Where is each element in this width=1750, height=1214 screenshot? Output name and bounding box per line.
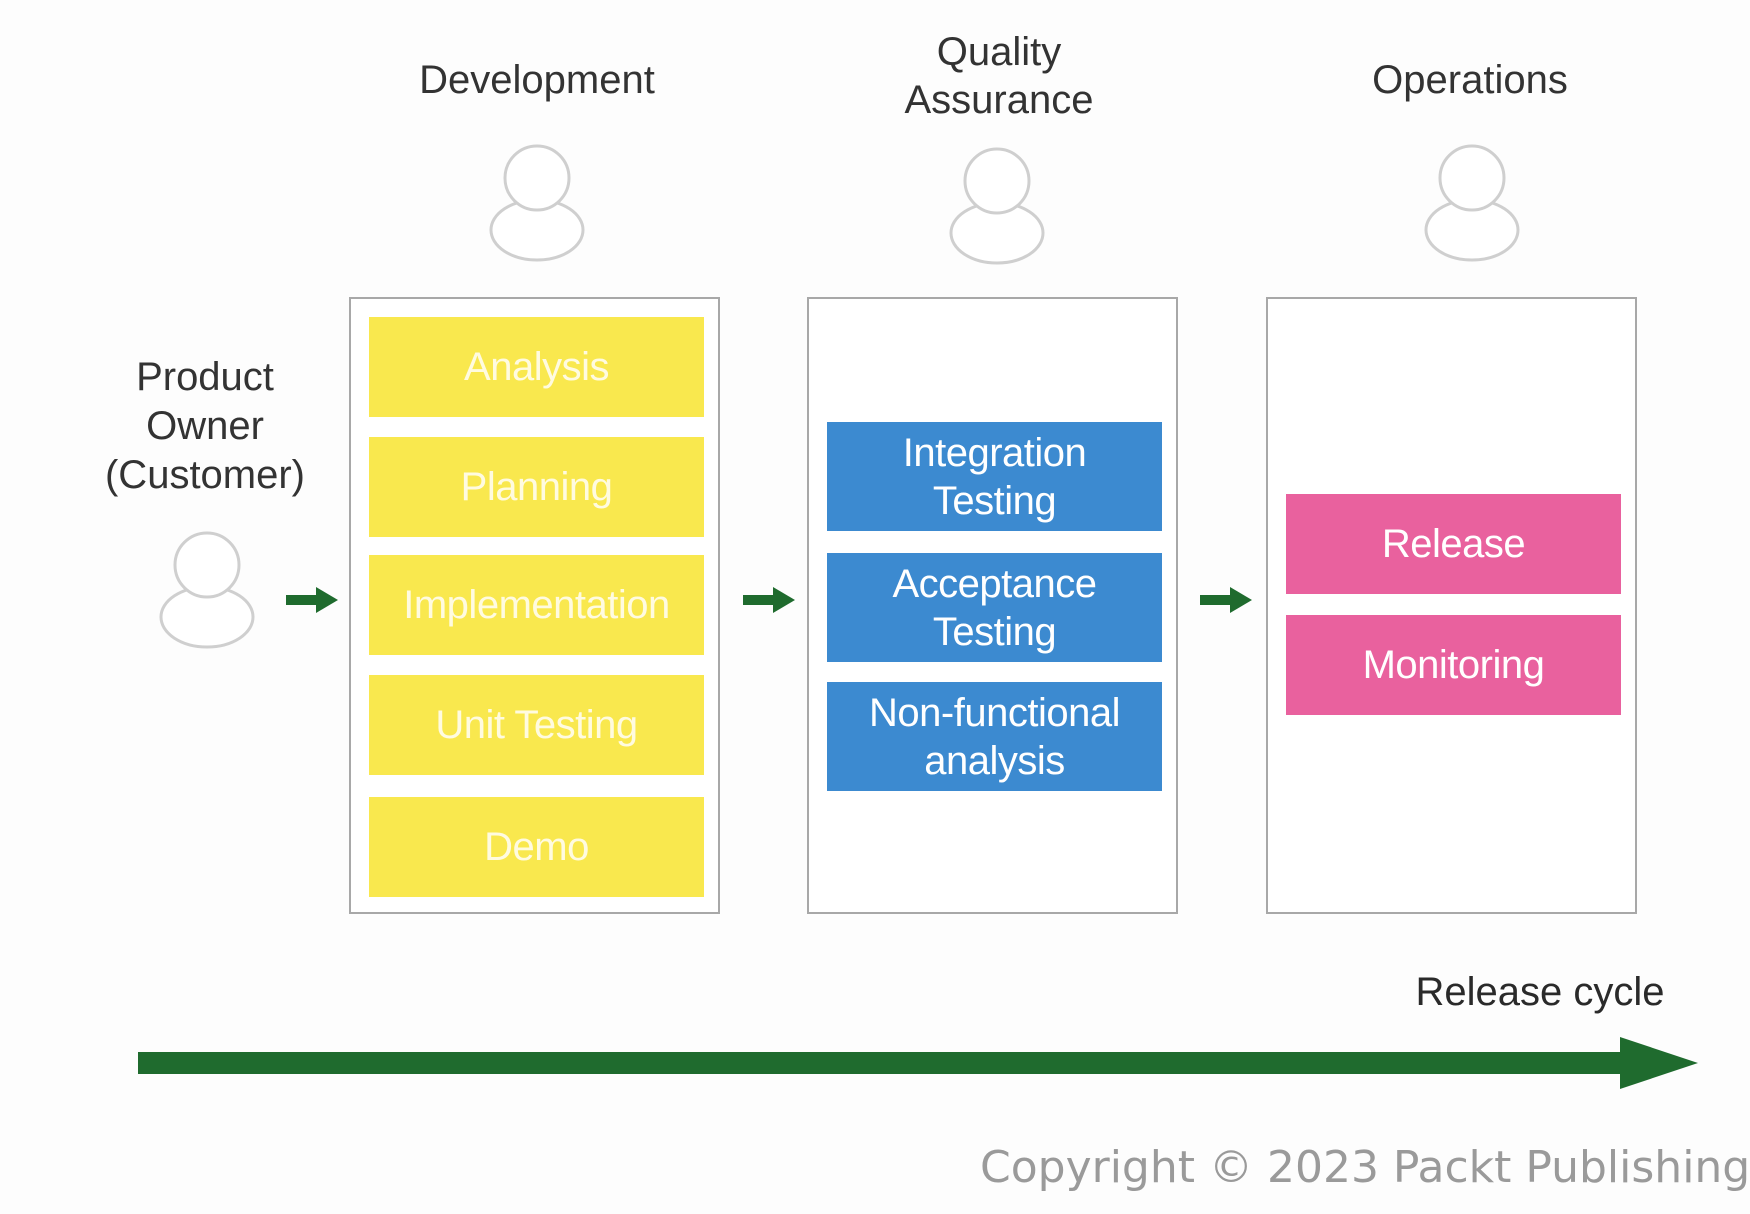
non-functional-analysis-line1: Non-functional	[869, 690, 1120, 735]
product-owner-line1: Product	[136, 355, 274, 399]
planning-label: Planning	[460, 465, 613, 509]
person-icon	[487, 140, 587, 262]
integration-testing-card: Integration Testing	[827, 422, 1162, 531]
demo-label: Demo	[484, 825, 589, 869]
arrow-right-icon	[286, 585, 338, 615]
development-header: Development	[419, 58, 655, 102]
non-functional-analysis-line2: analysis	[924, 738, 1065, 783]
analysis-label: Analysis	[464, 345, 609, 389]
person-icon	[157, 527, 257, 649]
quality-assurance-header: Quality Assurance	[819, 28, 1179, 124]
monitoring-label: Monitoring	[1362, 643, 1545, 687]
arrow-right-icon	[1200, 585, 1252, 615]
demo-card: Demo	[369, 797, 704, 897]
acceptance-testing-line2: Testing	[932, 609, 1057, 654]
planning-card: Planning	[369, 437, 704, 537]
quality-assurance-header-line2: Assurance	[904, 78, 1094, 122]
operations-header: Operations	[1372, 58, 1568, 102]
unit-testing-card: Unit Testing	[369, 675, 704, 775]
analysis-card: Analysis	[369, 317, 704, 417]
release-cycle-label: Release cycle	[1415, 970, 1665, 1014]
acceptance-testing-line1: Acceptance	[892, 561, 1097, 606]
release-label: Release	[1381, 522, 1526, 566]
acceptance-testing-card: Acceptance Testing	[827, 553, 1162, 662]
person-icon	[947, 143, 1047, 265]
integration-testing-line1: Integration	[902, 430, 1087, 475]
implementation-label: Implementation	[403, 583, 670, 627]
unit-testing-label: Unit Testing	[435, 703, 638, 747]
monitoring-card: Monitoring	[1286, 615, 1621, 715]
product-owner-line2: Owner	[146, 404, 264, 448]
release-cycle-arrow-icon	[138, 1035, 1698, 1091]
integration-testing-line2: Testing	[932, 478, 1057, 523]
copyright-notice: Copyright © 2023 Packt Publishing	[980, 1142, 1750, 1193]
product-owner-line3: (Customer)	[104, 453, 306, 497]
quality-assurance-stage-box: Integration Testing Acceptance Testing N…	[807, 297, 1178, 914]
release-card: Release	[1286, 494, 1621, 594]
person-icon	[1422, 140, 1522, 262]
quality-assurance-header-line1: Quality	[936, 30, 1062, 74]
arrow-right-icon	[743, 585, 795, 615]
development-stage-box: Analysis Planning Implementation Unit Te…	[349, 297, 720, 914]
non-functional-analysis-card: Non-functional analysis	[827, 682, 1162, 791]
implementation-card: Implementation	[369, 555, 704, 655]
product-owner-label: Product Owner (Customer)	[85, 353, 325, 500]
operations-stage-box: Release Monitoring	[1266, 297, 1637, 914]
